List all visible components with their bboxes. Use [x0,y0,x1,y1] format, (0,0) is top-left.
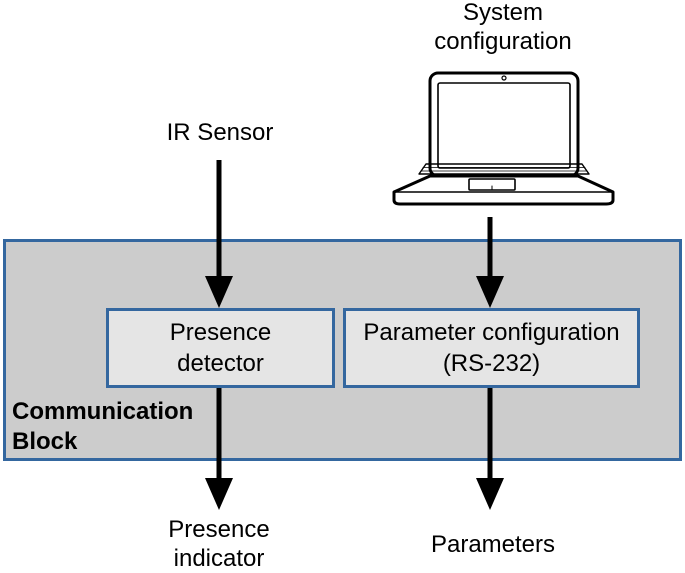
communication-block-title-line1: Communication [12,398,194,425]
presence-indicator-label-line1: Presence [168,516,270,543]
presence-indicator-label-line2: indicator [173,545,265,572]
parameters-label: Parameters [430,531,556,558]
presence-detector-label-line1: Presence [169,319,272,346]
parameters-arrow [476,388,504,510]
system-configuration-label: System configuration [400,0,606,56]
communication-block-title-line2: Block [12,428,78,455]
parameter-configuration-box: Parameter configuration (RS-232) [343,308,640,388]
ir-sensor-label: IR Sensor [166,119,274,146]
presence-detector-label-line2: detector [177,350,264,377]
ir-sensor-arrow [205,160,233,308]
laptop-icon [392,71,615,206]
system-configuration-label-line1: System [462,0,543,26]
system-configuration-label-line2: configuration [434,28,572,55]
presence-indicator-label: Presence indicator [130,515,308,573]
parameter-configuration-label-line2: (RS-232) [442,350,541,377]
presence-detector-box: Presence detector [106,308,335,388]
system-configuration-arrow [476,217,504,308]
parameter-configuration-label-line1: Parameter configuration [363,319,620,346]
communication-block-title: Communication Block [12,397,193,457]
presence-indicator-arrow [205,388,233,510]
